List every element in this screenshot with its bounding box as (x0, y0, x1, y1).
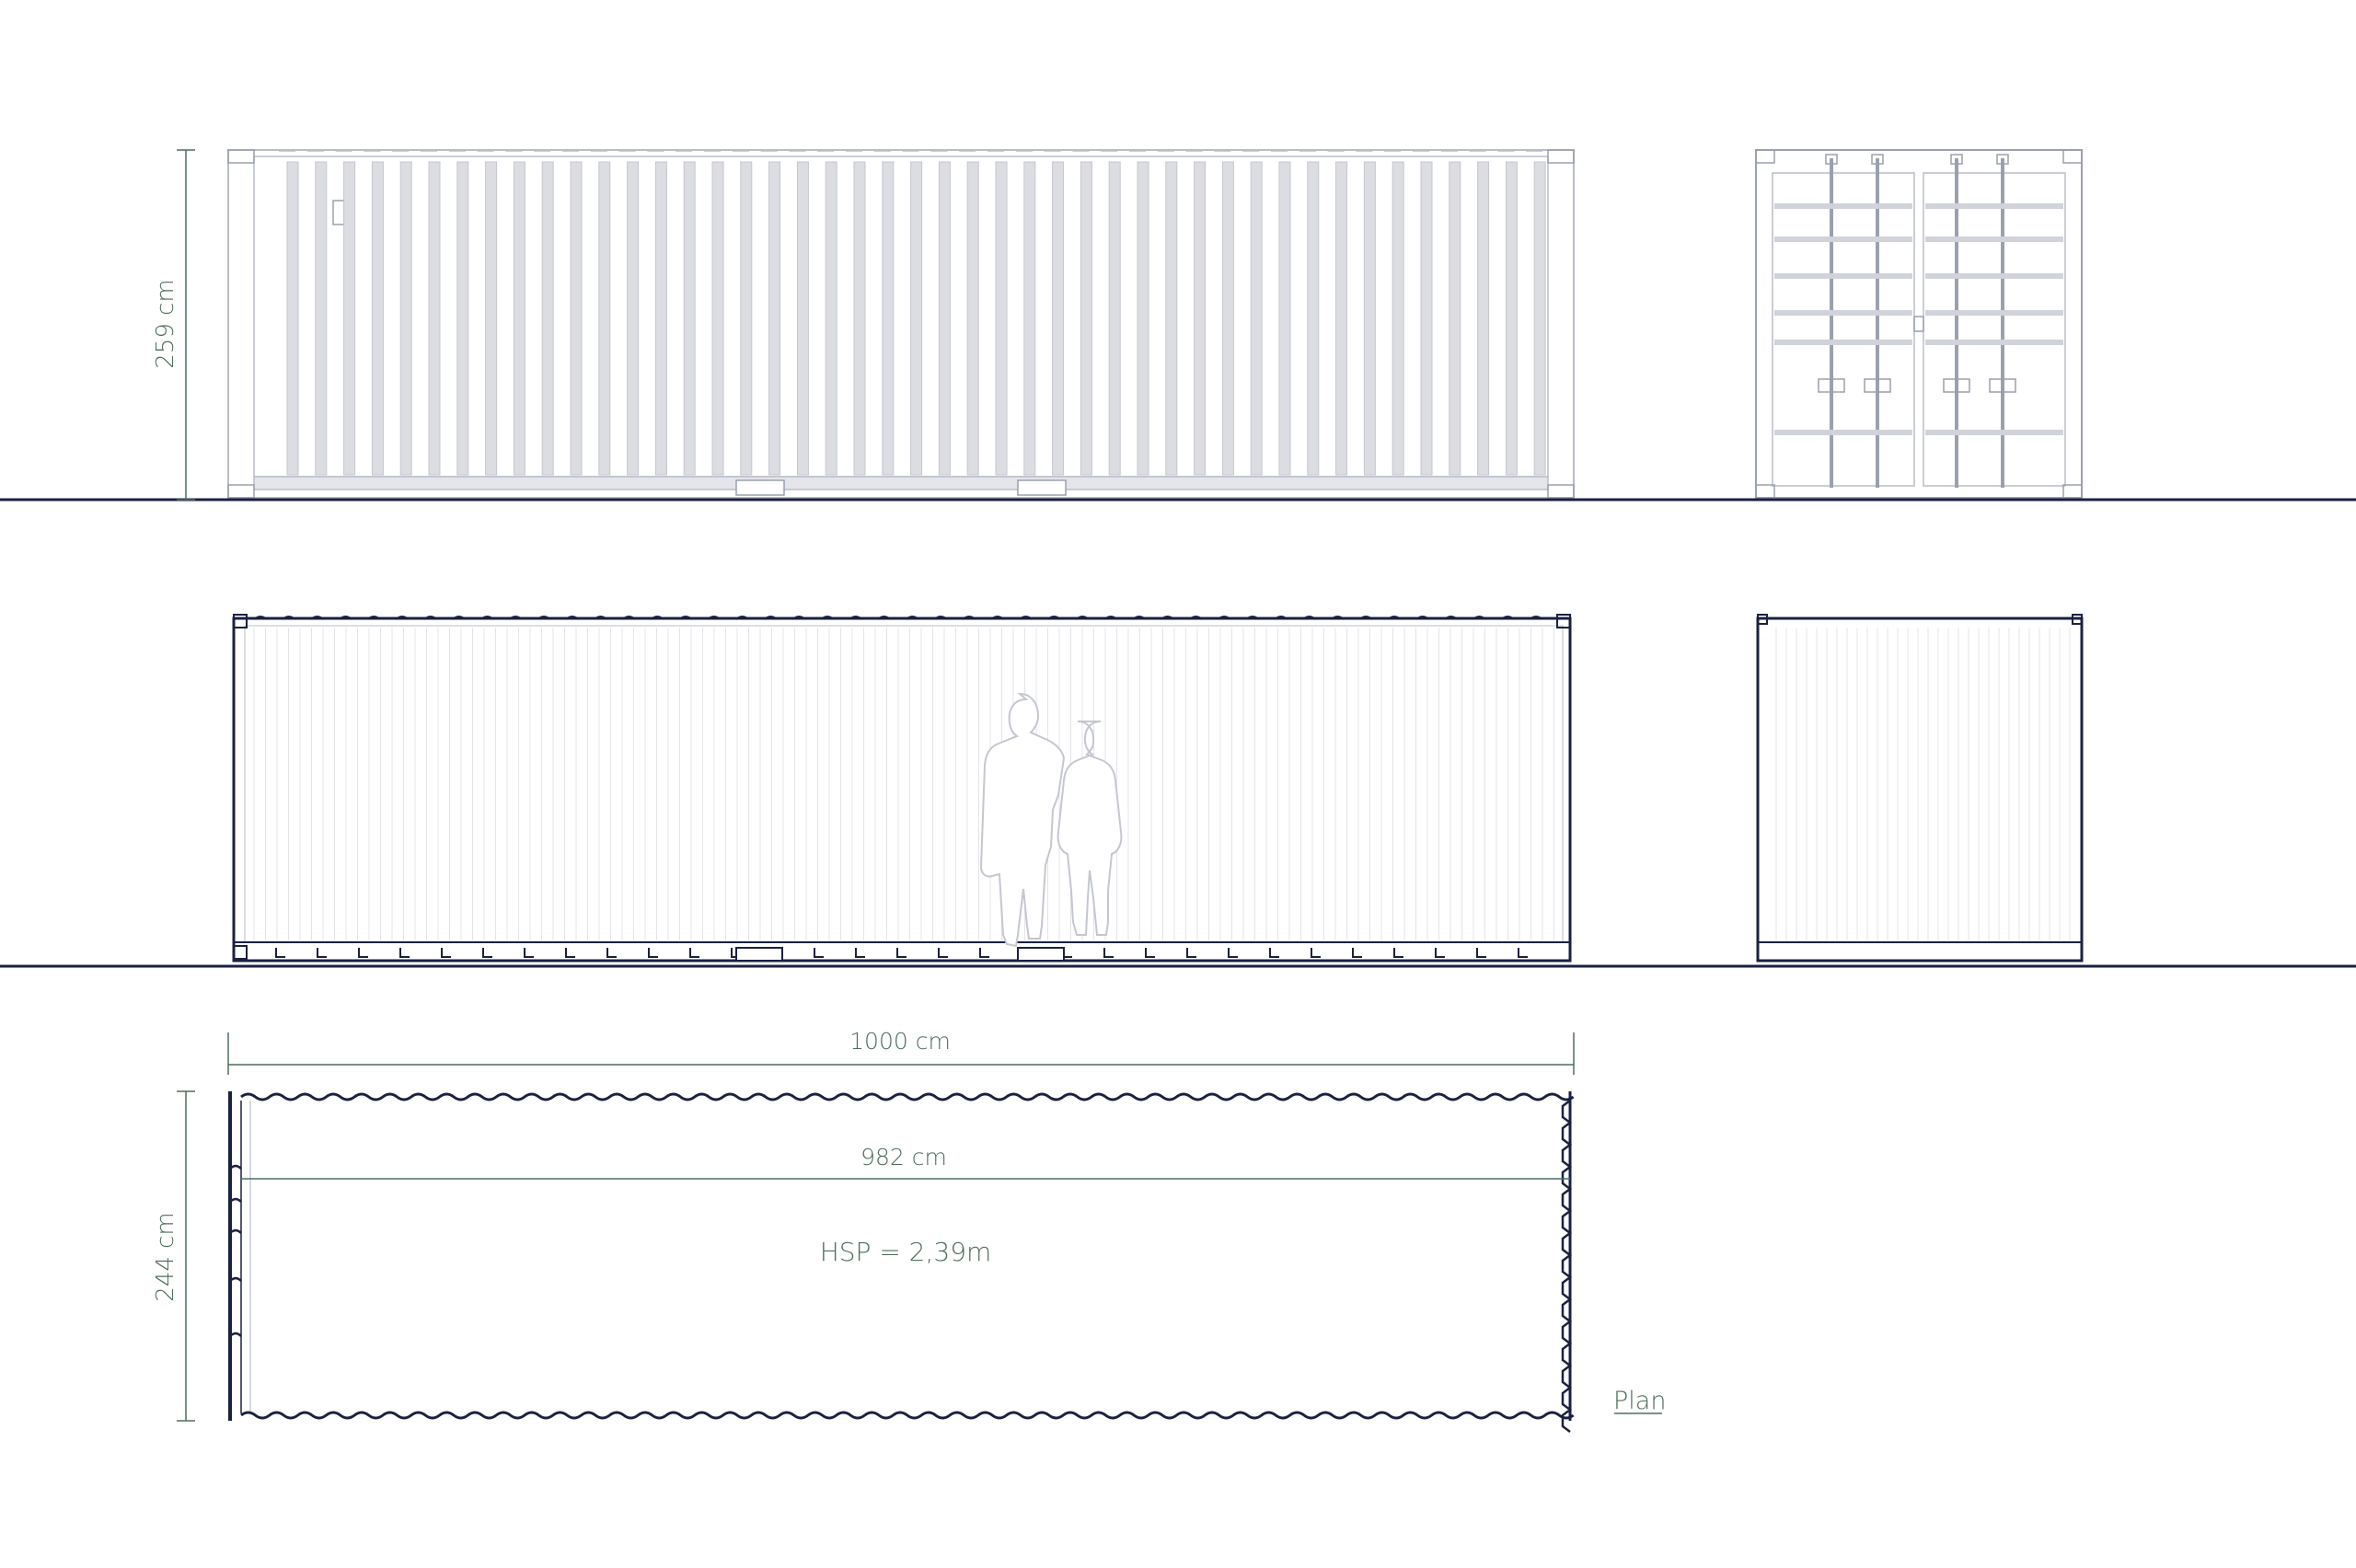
end-section (1756, 614, 2084, 963)
side-elevation-exterior (227, 149, 1575, 499)
hsp-label: HSP = 2,39m (820, 1237, 992, 1267)
plan-link-label: Plan (1613, 1387, 1666, 1415)
door-end-elevation (1755, 149, 2083, 499)
side-section (232, 614, 1572, 963)
width-dimension (177, 1090, 195, 1422)
width-dimension-label: 244 cm (152, 1212, 179, 1302)
length-dimension-outer (227, 1032, 1575, 1075)
plan-view (228, 1091, 1575, 1433)
length-dimension-outer-label: 1000 cm (849, 1028, 951, 1055)
length-dimension-inner-label: 982 cm (860, 1144, 947, 1170)
height-dimension (177, 149, 195, 501)
height-dimension-label: 259 cm (152, 279, 179, 369)
plan-link[interactable]: Plan (1613, 1387, 1666, 1415)
people-silhouette (979, 692, 1123, 948)
